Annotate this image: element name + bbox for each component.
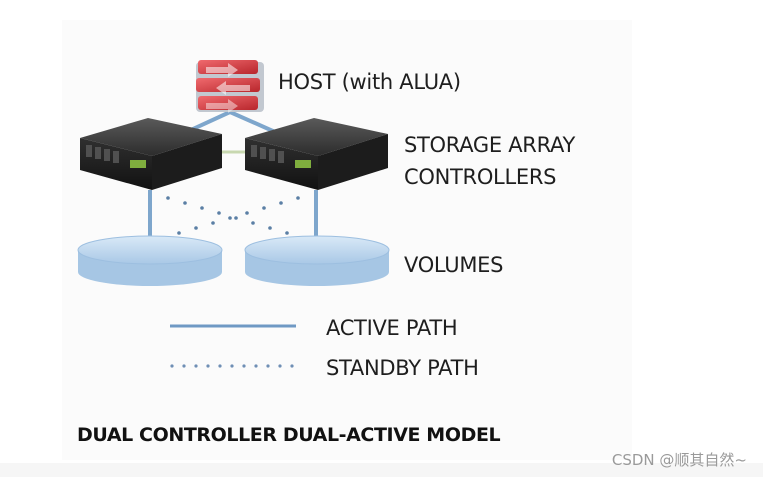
- host-stack-icon: [196, 60, 264, 113]
- storage-controller-icon: [80, 118, 222, 190]
- legend-active-label: ACTIVE PATH: [326, 316, 458, 340]
- footer-bar: [0, 463, 763, 477]
- legend-standby-dots: [170, 364, 294, 368]
- standby-path-cross-2: [177, 196, 300, 235]
- legend-standby-label: STANDBY PATH: [326, 356, 479, 380]
- diagram-title: DUAL CONTROLLER DUAL-ACTIVE MODEL: [77, 424, 501, 446]
- host-label: HOST (with ALUA): [278, 70, 461, 94]
- storage-label-line1: STORAGE ARRAY: [404, 133, 576, 157]
- watermark: CSDN @顺其自然~: [611, 451, 747, 469]
- storage-label-line2: CONTROLLERS: [404, 165, 557, 189]
- volume-disk-icon-right: [244, 235, 390, 286]
- volume-disk-icon: [77, 235, 223, 286]
- volumes-label: VOLUMES: [404, 253, 504, 277]
- standby-path-cross-1: [166, 196, 289, 235]
- storage-controller-icon-right: [245, 118, 388, 190]
